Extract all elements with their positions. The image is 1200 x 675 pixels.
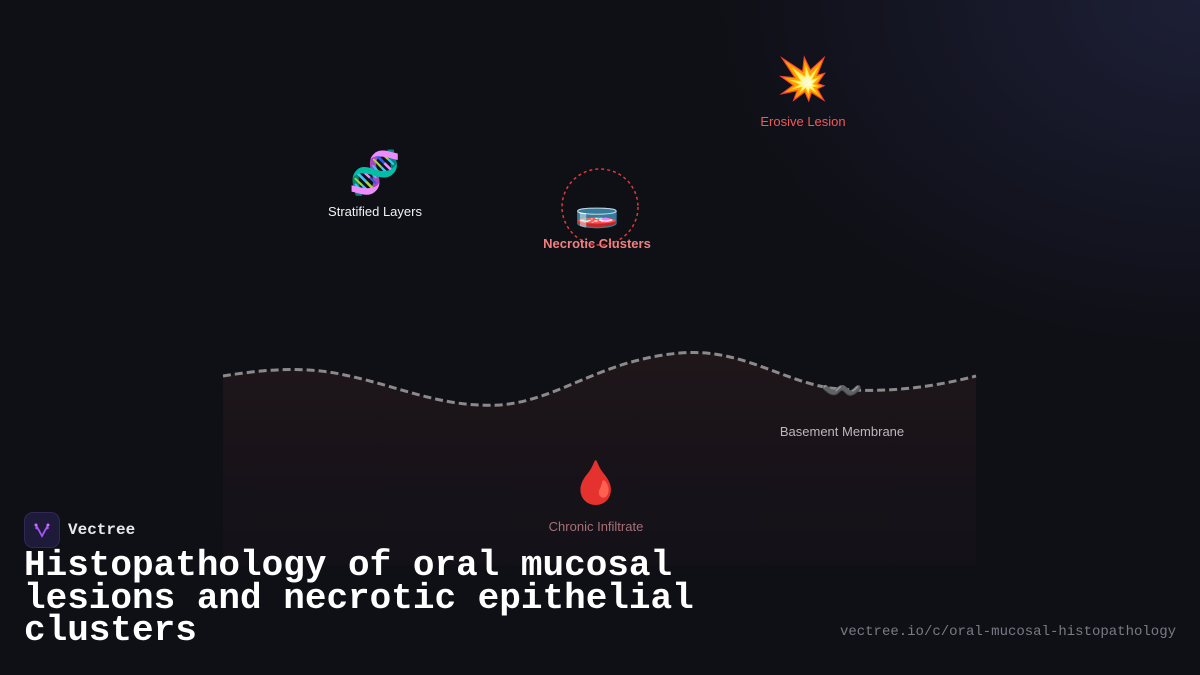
node-stratified-layers[interactable]: 🧬 Stratified Layers bbox=[328, 148, 422, 219]
node-label: Stratified Layers bbox=[328, 204, 422, 219]
node-chronic-infiltrate[interactable]: 🩸 Chronic Infiltrate bbox=[549, 458, 644, 534]
wavy-line-icon: 〰️ bbox=[820, 372, 864, 410]
node-label: Basement Membrane bbox=[779, 424, 905, 439]
vectree-logo-icon bbox=[24, 512, 60, 548]
brand[interactable]: Vectree bbox=[24, 512, 135, 548]
node-label: Chronic Infiltrate bbox=[548, 519, 644, 534]
basement-membrane-line[interactable] bbox=[222, 350, 977, 407]
node-label: Erosive Lesion bbox=[760, 114, 846, 129]
node-basement-membrane[interactable]: 〰️ Basement Membrane bbox=[780, 366, 904, 439]
lamina-propria-region bbox=[223, 352, 976, 565]
collision-icon: 💥 bbox=[776, 55, 830, 102]
node-erosive-lesion[interactable]: 💥 Erosive Lesion bbox=[760, 54, 845, 129]
brand-name: Vectree bbox=[68, 521, 136, 539]
node-label: Necrotic Clusters bbox=[543, 236, 651, 251]
blood-drop-icon: 🩸 bbox=[569, 459, 623, 506]
petri-dish-icon: 🧫 bbox=[574, 188, 620, 229]
page-title: Histopathology of oral mucosal lesions a… bbox=[24, 545, 694, 651]
node-necrotic-clusters[interactable]: 🧫 Necrotic Clusters bbox=[543, 184, 651, 251]
necrotic-highlight-ring bbox=[561, 168, 639, 246]
dna-icon: 🧬 bbox=[348, 149, 402, 196]
source-url[interactable]: vectree.io/c/oral-mucosal-histopathology bbox=[839, 624, 1176, 640]
